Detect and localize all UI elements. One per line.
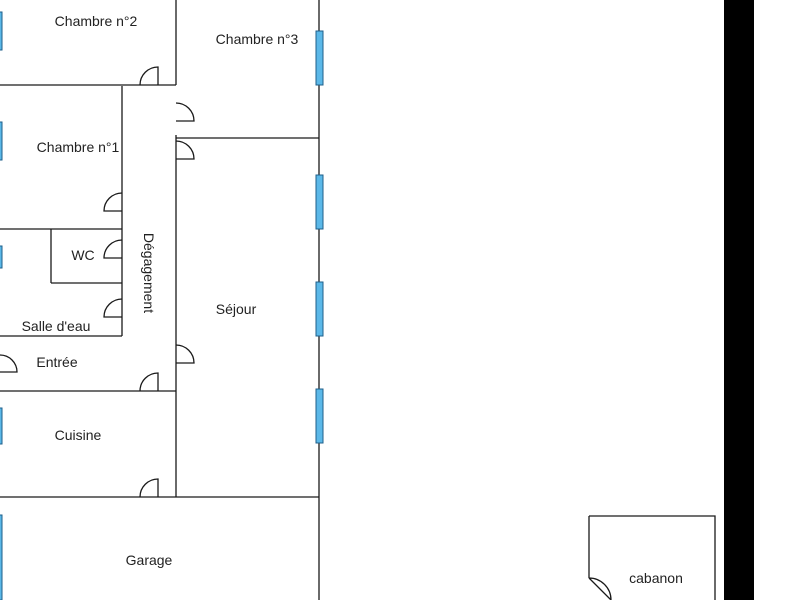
room-label-salle-eau: Salle d'eau [21, 318, 91, 334]
walls [0, 0, 716, 600]
door-garage [139, 478, 159, 498]
window-garage-west [0, 514, 3, 600]
windows [0, 11, 324, 600]
door-cabanon [588, 577, 612, 600]
door-salle-eau [103, 298, 123, 318]
window-chambre1-west [0, 121, 3, 161]
door-entree [0, 354, 18, 373]
door-cuisine [139, 372, 159, 392]
window-cuisine-west [0, 407, 3, 445]
room-label-garage: Garage [125, 552, 173, 568]
window-chambre2-west [0, 11, 3, 51]
door-chambre2 [139, 66, 159, 86]
room-label-cabanon: cabanon [629, 570, 683, 586]
window-sejour-3 [315, 388, 324, 444]
window-sejour-1 [315, 174, 324, 230]
wall-cabanon [588, 515, 716, 600]
doors [0, 66, 612, 600]
room-label-wc: WC [71, 247, 95, 263]
door-entree-sejour [175, 344, 195, 364]
room-label-cuisine: Cuisine [54, 427, 102, 443]
window-sejour-2 [315, 281, 324, 337]
door-chambre3 [175, 102, 195, 122]
door-wc [103, 239, 123, 259]
window-bath-west [0, 245, 3, 269]
window-chambre3 [315, 30, 324, 86]
room-label-degagement: Dégagement [141, 232, 157, 314]
image-edge-bar [724, 0, 754, 600]
room-label-chambre3: Chambre n°3 [215, 31, 299, 47]
room-label-chambre1: Chambre n°1 [36, 139, 120, 155]
room-label-chambre2: Chambre n°2 [54, 13, 138, 29]
door-chambre1 [103, 192, 123, 212]
room-label-sejour: Séjour [215, 301, 257, 317]
door-sejour [175, 140, 195, 160]
room-label-entree: Entrée [36, 354, 78, 370]
